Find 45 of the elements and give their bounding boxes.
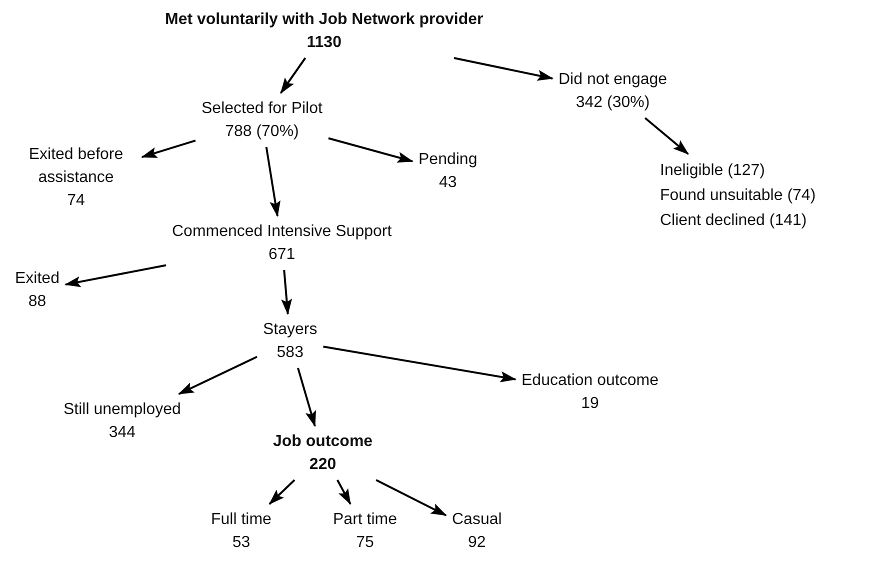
node-text: Commenced Intensive Support xyxy=(172,222,392,242)
node-text: Pending xyxy=(418,150,478,170)
arrow xyxy=(323,346,516,382)
node-text: Selected for Pilot xyxy=(202,99,322,119)
node-text: 342 (30%) xyxy=(574,93,651,113)
node-text: 53 xyxy=(231,533,252,553)
arrow xyxy=(178,356,258,395)
node-text: Ineligible (127) xyxy=(660,161,766,181)
node-text: Job outcome xyxy=(273,432,373,452)
node-text: Full time xyxy=(211,510,272,530)
node-text: 19 xyxy=(580,394,600,414)
node-text: 788 (70%) xyxy=(224,122,300,142)
node-text: Casual xyxy=(452,510,502,530)
arrow xyxy=(297,368,316,427)
node-text: Exited before assistance xyxy=(28,145,124,188)
node-text: Education outcome xyxy=(522,371,658,391)
node-text: 583 xyxy=(276,343,304,363)
arrow xyxy=(141,140,196,158)
node-text: 671 xyxy=(267,245,296,265)
node-text: Stayers xyxy=(263,320,318,340)
node-text: Met voluntarily with Job Network provider xyxy=(165,10,484,30)
arrow xyxy=(281,270,292,315)
node-text: 75 xyxy=(355,533,375,553)
arrow xyxy=(268,479,296,505)
arrow xyxy=(280,57,306,94)
node-text: 1130 xyxy=(306,33,342,53)
arrow xyxy=(336,480,352,505)
node-text: 344 xyxy=(108,423,137,443)
node-text: 74 xyxy=(66,191,86,211)
arrow xyxy=(64,264,166,288)
node-text: Part time xyxy=(333,510,398,530)
arrow xyxy=(376,479,447,516)
node-text: Did not engage xyxy=(558,70,668,90)
node-text: Found unsuitable (74) xyxy=(660,186,816,206)
node-text: Client declined (141) xyxy=(660,211,808,231)
node-text: 92 xyxy=(467,533,487,553)
arrow xyxy=(454,57,554,81)
node-text: Still unemployed xyxy=(64,400,181,420)
node-text: 220 xyxy=(308,455,338,475)
node-text: 88 xyxy=(27,292,48,312)
node-text: Exited xyxy=(15,269,60,289)
arrow xyxy=(265,146,281,217)
arrow xyxy=(644,117,689,155)
node-text: 43 xyxy=(438,173,458,193)
arrow xyxy=(328,137,414,163)
